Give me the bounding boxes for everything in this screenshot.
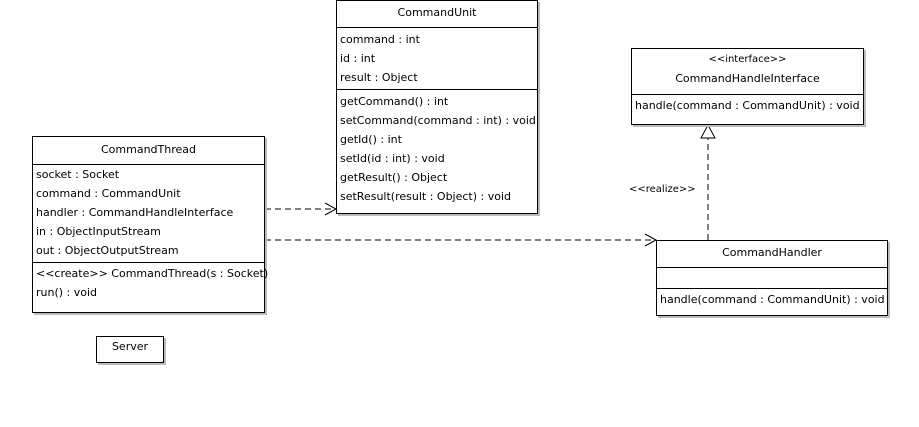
operation: setResult(result : Object) : void (340, 190, 512, 203)
realize-label: <<realize>> (629, 184, 696, 195)
attribute: command : CommandUnit (36, 187, 181, 200)
operations-section: handle(command : CommandUnit) : void (632, 95, 863, 117)
class-name: CommandHandleInterface (675, 72, 820, 85)
operation: <<create>> CommandThread(s : Socket) (36, 267, 269, 280)
operation: handle(command : CommandUnit) : void (635, 99, 860, 112)
class-name: CommandThread (33, 137, 264, 165)
operation: setCommand(command : int) : void (340, 114, 536, 127)
attribute: result : Object (340, 71, 418, 84)
realization-edge (700, 123, 716, 240)
operations-section: handle(command : CommandUnit) : void (657, 289, 887, 311)
operation: run() : void (36, 286, 98, 299)
class-name: CommandHandler (657, 241, 887, 268)
command-unit-class[interactable]: CommandUnit command : int id : int resul… (336, 0, 538, 214)
operation: getCommand() : int (340, 95, 449, 108)
dependency-edge-thread-to-unit (265, 202, 338, 216)
operations-section: <<create>> CommandThread(s : Socket) run… (33, 263, 269, 304)
class-name: CommandUnit (337, 1, 537, 28)
operation: getResult() : Object (340, 171, 448, 184)
operation: getId() : int (340, 133, 402, 146)
operations-section: getCommand() : int setCommand(command : … (337, 90, 537, 208)
attributes-section: command : int id : int result : Object (337, 28, 537, 90)
operation: setId(id : int) : void (340, 152, 445, 165)
command-handle-interface-class[interactable]: <<interface>> CommandHandleInterface han… (631, 48, 864, 125)
stereotype-label: <<interface>> (708, 54, 787, 65)
class-name: Server (111, 340, 149, 353)
attribute: command : int (340, 33, 420, 46)
attributes-section: socket : Socket command : CommandUnit ha… (33, 165, 264, 263)
attributes-section-empty (657, 268, 887, 289)
interface-header: <<interface>> CommandHandleInterface (632, 49, 863, 95)
command-thread-class[interactable]: CommandThread socket : Socket command : … (32, 136, 269, 313)
server-class[interactable]: Server (96, 336, 164, 363)
command-handler-class[interactable]: CommandHandler handle(command : CommandU… (656, 240, 888, 316)
attribute: in : ObjectInputStream (36, 225, 161, 238)
attribute: id : int (340, 52, 376, 65)
dependency-edge-thread-to-handler (265, 233, 658, 247)
attribute: socket : Socket (36, 168, 120, 181)
operation: handle(command : CommandUnit) : void (660, 293, 885, 306)
attribute: handler : CommandHandleInterface (36, 206, 234, 219)
attribute: out : ObjectOutputStream (36, 244, 179, 257)
